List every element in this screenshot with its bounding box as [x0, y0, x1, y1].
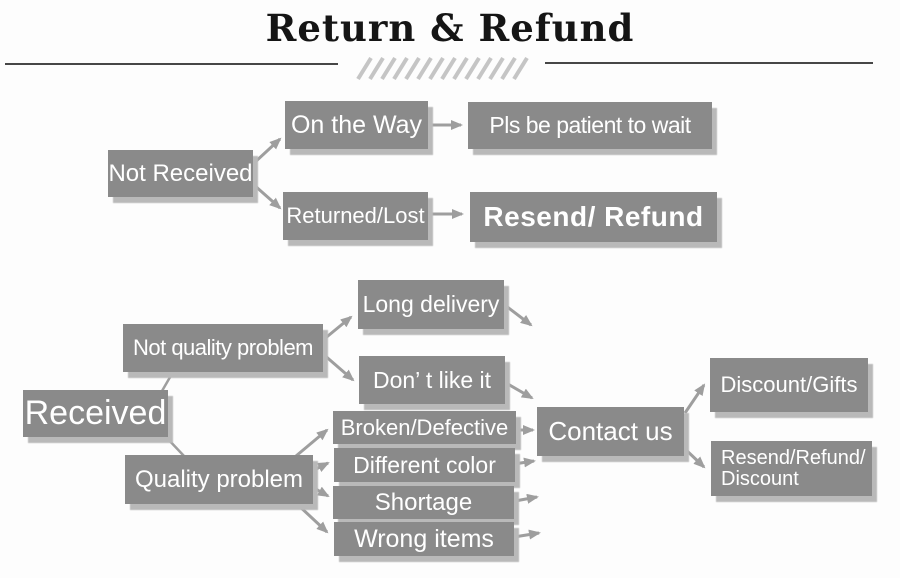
- flow-arrow: [313, 461, 330, 472]
- flow-arrow: [683, 447, 706, 469]
- node-on-the-way: On the Way: [285, 101, 428, 149]
- node-broken-defective: Broken/Defective: [333, 411, 516, 444]
- hatch-stripe: [500, 56, 517, 81]
- flow-arrow: [253, 183, 282, 210]
- flow-arrow: [513, 457, 536, 468]
- node-label-line: Discount: [721, 467, 799, 490]
- node-label: Pls be patient to wait: [489, 112, 691, 139]
- flow-arrow: [514, 493, 539, 504]
- flow-arrow: [683, 383, 706, 414]
- node-contact-us: Contact us: [537, 407, 684, 456]
- node-not-quality-problem: Not quality problem: [123, 324, 323, 372]
- node-dont-like-it: Don’ t like it: [359, 356, 505, 404]
- node-label: Different color: [353, 451, 496, 478]
- node-label: Don’ t like it: [372, 366, 492, 393]
- hatch-stripe: [488, 56, 505, 81]
- hatch-stripe: [380, 56, 397, 81]
- node-label: Quality problem: [134, 465, 304, 493]
- node-label: Not quality problem: [132, 335, 314, 361]
- node-label: Long delivery: [362, 291, 500, 318]
- flow-arrow: [505, 304, 533, 327]
- node-label: Shortage: [374, 488, 473, 516]
- node-label: On the Way: [290, 110, 423, 139]
- flow-arrow: [313, 486, 330, 498]
- hatch-stripe: [356, 56, 373, 81]
- node-label: Not Received: [108, 159, 253, 187]
- node-label: Contact us: [548, 415, 673, 446]
- node-not-received: Not Received: [108, 150, 253, 197]
- hatch-stripe: [440, 56, 457, 81]
- flow-arrow: [322, 315, 353, 342]
- divider-line-left: [5, 63, 338, 65]
- node-pls-be-patient: Pls be patient to wait: [468, 102, 712, 149]
- hatch-stripe: [452, 56, 469, 81]
- flow-arrow: [505, 381, 534, 400]
- flow-arrow: [513, 529, 541, 540]
- node-shortage: Shortage: [333, 486, 514, 519]
- flow-arrow: [165, 436, 185, 457]
- node-label: Discount/Gifts: [720, 372, 858, 398]
- node-resend-refund: Resend/ Refund: [470, 192, 717, 242]
- flow-arrow: [322, 352, 355, 382]
- diagonal-stripes-icon: [356, 56, 529, 81]
- node-quality-problem: Quality problem: [125, 455, 313, 504]
- node-returned-lost: Returned/Lost: [283, 192, 428, 240]
- hatch-stripe: [416, 56, 433, 81]
- hatch-stripe: [428, 56, 445, 81]
- hatch-stripe: [512, 56, 529, 81]
- flow-arrow: [252, 137, 282, 165]
- flow-arrow: [295, 428, 329, 458]
- node-received: Received: [23, 390, 168, 437]
- divider-line-right: [545, 62, 873, 64]
- node-label: Resend/ Refund: [483, 201, 704, 233]
- flow-arrow: [160, 371, 175, 392]
- node-label: Broken/Defective: [340, 414, 509, 440]
- node-label: Received: [24, 393, 167, 432]
- node-label: Returned/Lost: [286, 203, 425, 229]
- node-wrong-items: Wrong items: [334, 522, 514, 556]
- hatch-stripe: [404, 56, 421, 81]
- node-label: Wrong items: [354, 524, 494, 553]
- flow-arrow: [295, 502, 329, 534]
- page-title: Return & Refund: [265, 6, 635, 50]
- hatch-stripe: [392, 56, 409, 81]
- node-different-color: Different color: [334, 448, 515, 482]
- node-label-line: Resend/Refund/: [721, 446, 866, 469]
- node-long-delivery: Long delivery: [358, 280, 504, 329]
- node-discount-gifts: Discount/Gifts: [710, 358, 868, 412]
- hatch-stripe: [368, 56, 385, 81]
- hatch-stripe: [476, 56, 493, 81]
- hatch-stripe: [464, 56, 481, 81]
- node-resend-refund-discount: Resend/Refund/Discount: [711, 441, 872, 496]
